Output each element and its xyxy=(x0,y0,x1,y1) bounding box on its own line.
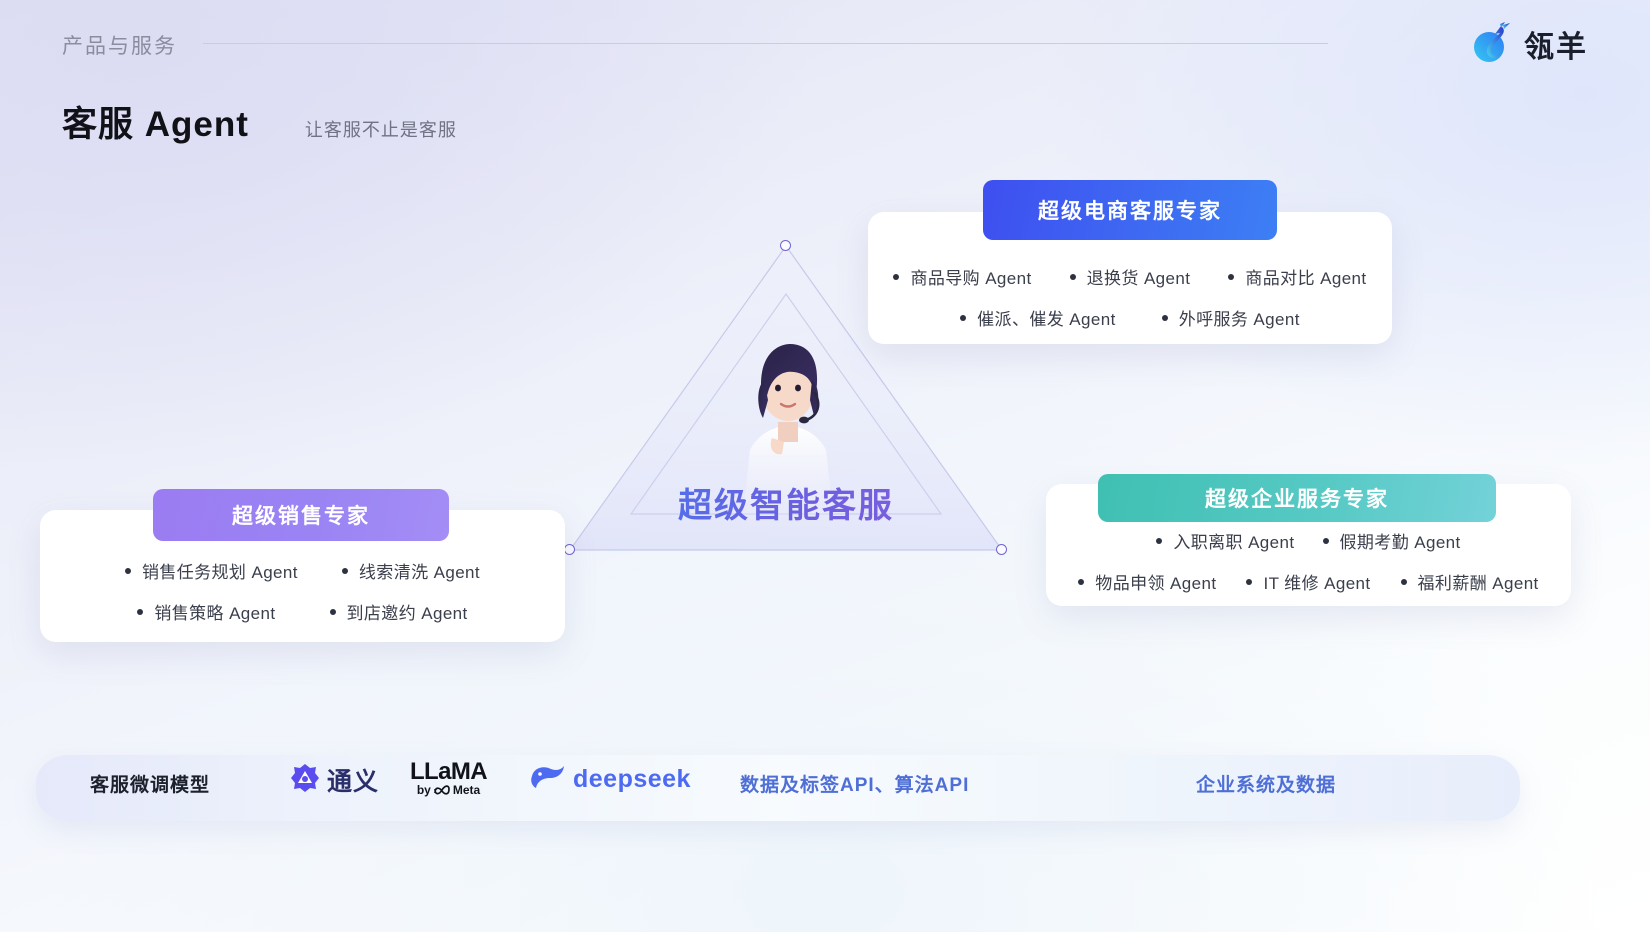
list-item[interactable]: 外呼服务 Agent xyxy=(1161,305,1300,330)
bullet-icon xyxy=(1161,314,1168,321)
list-item-label: 外呼服务 Agent xyxy=(1178,310,1300,329)
foundation-model-label: 客服微调模型 xyxy=(90,770,210,797)
card-ecommerce-body: 商品导购 Agent 退换货 Agent 商品对比 Agent 催派、催发 Ag… xyxy=(868,264,1392,330)
card-sales-row-2: 销售策略 Agent 到店邀约 Agent xyxy=(40,599,565,624)
up-arrow-icon-left xyxy=(410,698,444,754)
bullet-icon xyxy=(1322,537,1329,544)
list-item[interactable]: 物品申领 Agent xyxy=(1078,569,1216,594)
deepseek-brand-text: deepseek xyxy=(573,765,691,793)
list-item[interactable]: 福利薪酬 Agent xyxy=(1400,569,1539,594)
list-item-label: 入职离职 Agent xyxy=(1173,533,1295,552)
llama-meta-logo-icon: LLaMA by Meta xyxy=(410,758,488,797)
llama-by-text: by xyxy=(416,783,431,797)
list-item-label: 销售策略 Agent xyxy=(154,604,276,623)
list-item[interactable]: 线索清洗 Agent xyxy=(341,558,481,583)
card-sales-body: 销售任务规划 Agent 线索清洗 Agent 销售策略 Agent 到店邀约 … xyxy=(40,558,565,624)
bullet-icon xyxy=(341,567,348,574)
list-item-label: 假期考勤 Agent xyxy=(1339,533,1461,552)
page-header: 产品与服务 瓴羊 xyxy=(62,22,1588,70)
foundation-bar xyxy=(36,755,1520,821)
tongyi-brand[interactable]: 通义 xyxy=(290,762,379,798)
list-item[interactable]: 入职离职 Agent xyxy=(1156,528,1294,553)
card-enterprise-body: 入职离职 Agent 假期考勤 Agent 物品申领 Agent IT 维修 A… xyxy=(1046,528,1571,594)
bullet-icon xyxy=(1078,578,1085,585)
list-item-label: 商品对比 Agent xyxy=(1245,269,1367,288)
foundation-model-label-text: 客服微调模型 xyxy=(90,775,211,796)
tongyi-logo-icon xyxy=(290,763,320,798)
card-enterprise-pill[interactable]: 超级企业服务专家 xyxy=(1098,474,1496,522)
bullet-icon xyxy=(137,608,144,615)
triangle-vertex-node-left xyxy=(564,544,575,555)
page-title: 客服 Agent xyxy=(62,105,249,144)
card-ecommerce-pill[interactable]: 超级电商客服专家 xyxy=(983,180,1277,240)
list-item-label: 销售任务规划 Agent xyxy=(141,563,298,582)
bullet-icon xyxy=(1246,578,1253,585)
meta-infinity-icon xyxy=(433,784,450,795)
up-arrow-icon-center xyxy=(828,698,862,754)
triangle-vertex-node-right xyxy=(996,544,1007,555)
list-item[interactable]: IT 维修 Agent xyxy=(1246,569,1370,594)
list-item-label: 退换货 Agent xyxy=(1086,269,1191,288)
deepseek-brand[interactable]: deepseek xyxy=(530,762,691,797)
bullet-icon xyxy=(1228,273,1235,280)
card-sales-row-1: 销售任务规划 Agent 线索清洗 Agent xyxy=(40,558,565,583)
bullet-icon xyxy=(1069,273,1076,280)
foundation-system-label-text: 企业系统及数据 xyxy=(1196,775,1337,796)
list-item-label: 物品申领 Agent xyxy=(1095,574,1217,593)
card-enterprise-row-2: 物品申领 Agent IT 维修 Agent 福利薪酬 Agent xyxy=(1046,569,1571,594)
foundation-api-label: 数据及标签API、算法API xyxy=(740,770,969,797)
list-item-label: 商品导购 Agent xyxy=(910,269,1032,288)
list-item[interactable]: 销售策略 Agent xyxy=(137,599,275,624)
list-item[interactable]: 商品导购 Agent xyxy=(893,264,1031,289)
foundation-api-label-text: 数据及标签API、算法API xyxy=(740,775,970,796)
list-item[interactable]: 退换货 Agent xyxy=(1069,264,1191,289)
list-item[interactable]: 到店邀约 Agent xyxy=(329,599,468,624)
brand-logo-text: 瓴羊 xyxy=(1524,31,1588,64)
card-sales: 销售任务规划 Agent 线索清洗 Agent 销售策略 Agent 到店邀约 … xyxy=(40,510,565,642)
foundation-system-label: 企业系统及数据 xyxy=(1196,770,1336,797)
list-item-label: IT 维修 Agent xyxy=(1263,574,1371,593)
tongyi-brand-text: 通义 xyxy=(327,768,380,796)
list-item[interactable]: 商品对比 Agent xyxy=(1228,264,1366,289)
bullet-icon xyxy=(124,567,131,574)
triangle-vertex-node-top xyxy=(780,240,791,251)
list-item-label: 催派、催发 Agent xyxy=(977,310,1116,329)
card-enterprise-row-1: 入职离职 Agent 假期考勤 Agent xyxy=(1046,528,1571,553)
card-ecommerce-row-1: 商品导购 Agent 退换货 Agent 商品对比 Agent xyxy=(868,264,1392,289)
list-item[interactable]: 假期考勤 Agent xyxy=(1322,528,1461,553)
deepseek-whale-logo-icon xyxy=(530,762,566,797)
bullet-icon xyxy=(1400,578,1407,585)
meta-brand-text: Meta xyxy=(452,783,481,797)
bullet-icon xyxy=(1156,537,1163,544)
bullet-icon xyxy=(893,273,900,280)
llama-meta-brand[interactable]: LLaMA by Meta xyxy=(410,758,488,797)
list-item[interactable]: 销售任务规划 Agent xyxy=(124,558,298,583)
bullet-icon xyxy=(960,314,967,321)
header-divider xyxy=(203,42,1329,44)
center-label: 超级智能客服 xyxy=(556,478,1016,527)
up-arrow-icon-right xyxy=(1243,698,1277,754)
customer-service-agent-avatar xyxy=(728,330,848,530)
list-item-label: 到店邀约 Agent xyxy=(346,604,468,623)
list-item-label: 线索清洗 Agent xyxy=(358,563,481,582)
page-subtitle: 让客服不止是客服 xyxy=(304,120,457,140)
breadcrumb-kicker: 产品与服务 xyxy=(62,35,177,58)
card-sales-pill[interactable]: 超级销售专家 xyxy=(153,489,449,541)
bullet-icon xyxy=(329,608,336,615)
brand-logo: 瓴羊 xyxy=(1470,22,1588,66)
list-item[interactable]: 催派、催发 Agent xyxy=(960,305,1116,330)
page-title-row: 客服 Agent 让客服不止是客服 xyxy=(62,96,457,147)
lingyang-dragon-logo-icon xyxy=(1470,22,1514,66)
llama-brand-text: LLaMA xyxy=(410,758,488,785)
list-item-label: 福利薪酬 Agent xyxy=(1417,574,1539,593)
card-ecommerce-row-2: 催派、催发 Agent 外呼服务 Agent xyxy=(868,305,1392,330)
